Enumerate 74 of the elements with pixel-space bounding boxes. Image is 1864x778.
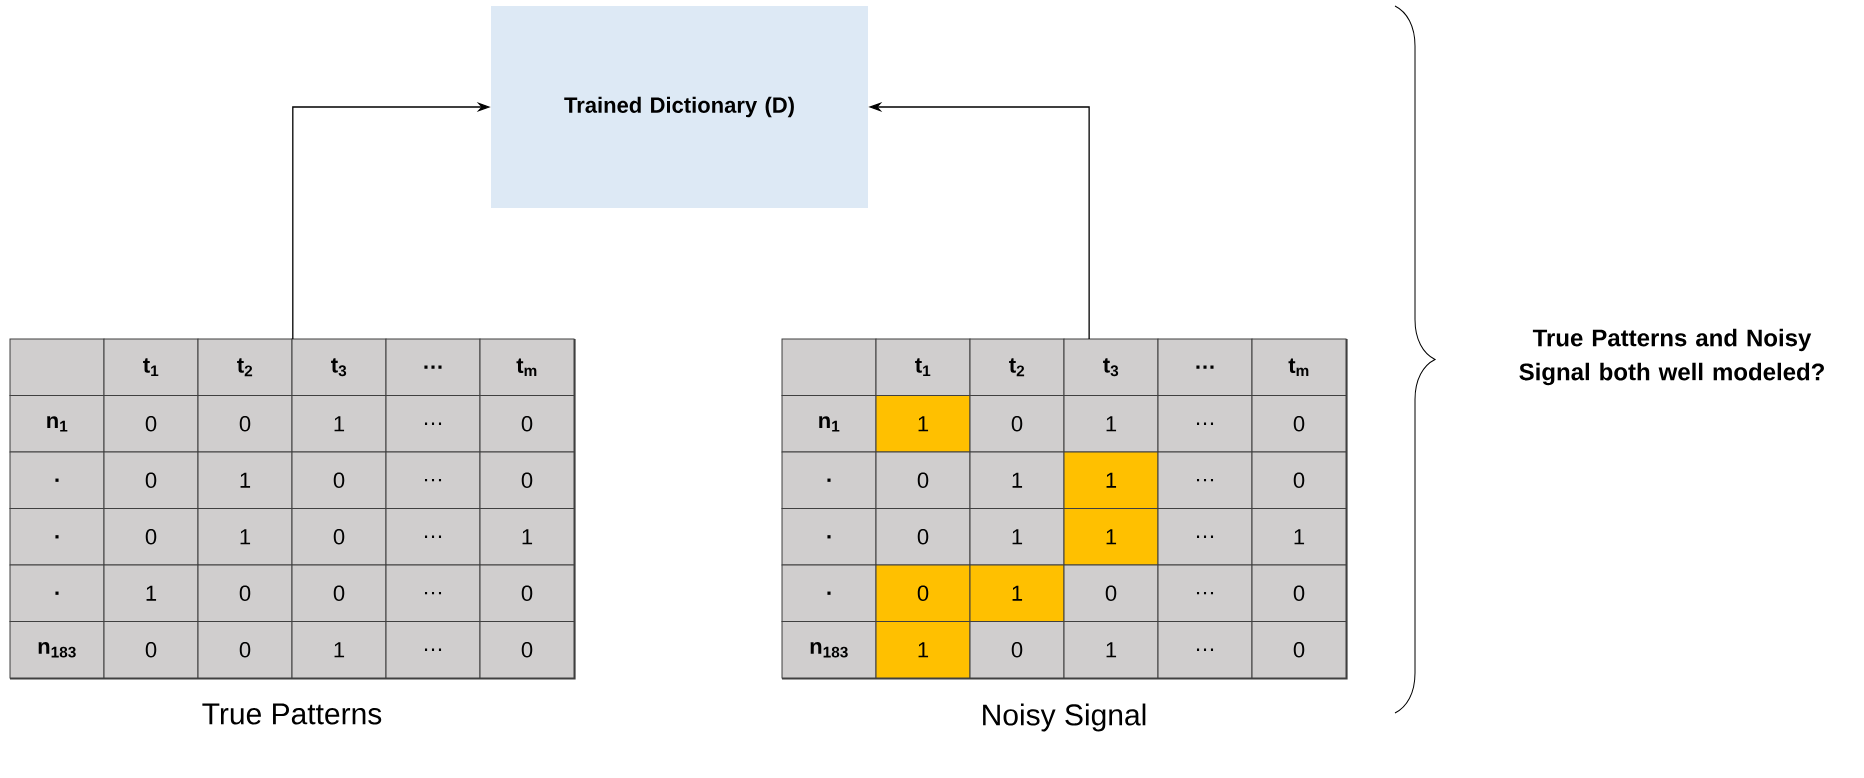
table-cell: .: [781, 508, 877, 566]
table-cell: …: [385, 338, 481, 396]
table-cell: …: [1157, 395, 1253, 453]
table-cell: …: [385, 508, 481, 566]
table-cell: 0: [1063, 564, 1159, 622]
table-cell: 0: [197, 564, 293, 622]
table-cell: 1: [969, 508, 1065, 566]
table-cell: 0: [1251, 395, 1347, 453]
table-cell: …: [385, 395, 481, 453]
table-cell: 1: [291, 395, 387, 453]
table-cell: t$_{3}$: [291, 338, 387, 396]
table-cell: 1: [291, 621, 387, 679]
question-text: True Patterns and Noisy Signal both well modeled?: [1519, 328, 1824, 386]
table-cell: n$_{1}$: [9, 395, 105, 453]
table-cell: 0: [103, 451, 199, 509]
table-cell: t$_{2}$: [197, 338, 293, 396]
table-cell: 1: [1063, 395, 1159, 453]
table-caption: True Patterns: [202, 703, 382, 725]
table-cell: n$_{183}$: [9, 621, 105, 679]
table-cell: 0: [1251, 621, 1347, 679]
table-cell: 1: [1063, 451, 1159, 509]
table-cell: …: [1157, 564, 1253, 622]
table-cell: 1: [875, 621, 971, 679]
table-cell: 1: [875, 395, 971, 453]
table-cell: .: [781, 564, 877, 622]
table-cell: 0: [291, 564, 387, 622]
table-cell: 0: [291, 451, 387, 509]
table-cell: 1: [1063, 508, 1159, 566]
table-cell: 0: [197, 395, 293, 453]
table-cell: 0: [1251, 564, 1347, 622]
table-cell: 0: [479, 621, 575, 679]
table-cell: 1: [103, 564, 199, 622]
table-cell: 0: [103, 508, 199, 566]
table-cell: 0: [479, 395, 575, 453]
table-cell: …: [385, 621, 481, 679]
table-cell: t$_{2}$: [969, 338, 1065, 396]
table-cell: .: [9, 451, 105, 509]
table-cell: .: [9, 508, 105, 566]
table-cell: t$_{3}$: [1063, 338, 1159, 396]
table-cell: t$_{m}$: [1251, 338, 1347, 396]
table-cell: 0: [875, 451, 971, 509]
table-cell: 0: [479, 564, 575, 622]
table-cell: 0: [103, 621, 199, 679]
table-cell: …: [1157, 451, 1253, 509]
table-cell: …: [385, 564, 481, 622]
table-cell: 1: [1251, 508, 1347, 566]
table-cell: …: [1157, 621, 1253, 679]
table-cell: 1: [1063, 621, 1159, 679]
table-cell: 1: [479, 508, 575, 566]
table-cell: .: [781, 451, 877, 509]
table-cell: 0: [1251, 451, 1347, 509]
dictionary-box: Trained Dictionary (D): [491, 6, 868, 208]
table-cell: 0: [875, 508, 971, 566]
table-cell: 0: [969, 621, 1065, 679]
table-cell: n$_{183}$: [781, 621, 877, 679]
table-cell: 0: [197, 621, 293, 679]
table-cell: 0: [291, 508, 387, 566]
table-cell: 1: [197, 508, 293, 566]
table-cell: 1: [969, 451, 1065, 509]
table-caption: Noisy Signal: [983, 703, 1146, 732]
table-cell: 0: [479, 451, 575, 509]
table-cell: .: [9, 564, 105, 622]
table-cell: 1: [969, 564, 1065, 622]
table-cell: 0: [103, 395, 199, 453]
table-cell: t$_{1}$: [103, 338, 199, 396]
table-cell: t$_{m}$: [479, 338, 575, 396]
table-cell: …: [385, 451, 481, 509]
table-cell: …: [1157, 338, 1253, 396]
table-cell: 1: [197, 451, 293, 509]
table-cell: t$_{1}$: [875, 338, 971, 396]
table-cell: 0: [875, 564, 971, 622]
table-cell: n$_{1}$: [781, 395, 877, 453]
table-cell: 0: [969, 395, 1065, 453]
table-cell: …: [1157, 508, 1253, 566]
